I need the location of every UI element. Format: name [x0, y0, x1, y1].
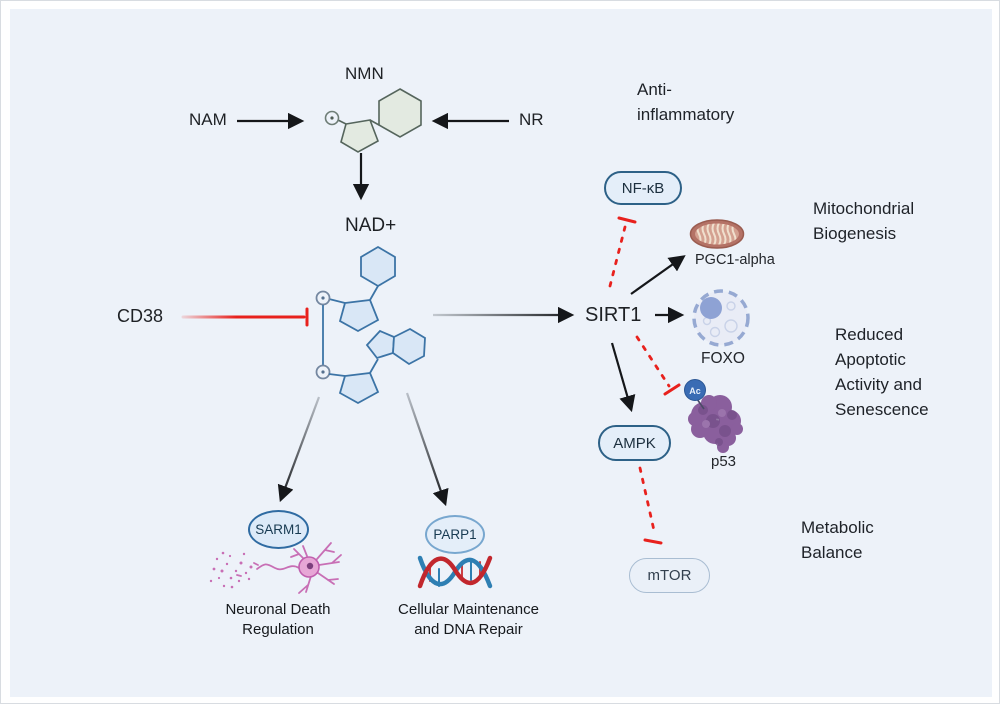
p53-label: p53 — [711, 453, 737, 470]
nr-label: NR — [519, 110, 544, 129]
metabolic-balance-annotation: Metabolic Balance — [801, 518, 874, 562]
mitochondria-icon — [689, 219, 745, 249]
reduced-apoptotic-annotation: Reduced Apoptotic Activity and Senescenc… — [835, 325, 929, 419]
inhibit-mtor-tbar — [643, 538, 663, 545]
ampk-label: AMPK — [613, 434, 656, 452]
pathway-arrows — [237, 112, 686, 507]
pgc1-label: PGC1-alpha — [695, 252, 775, 268]
cellular-maintenance-caption: Cellular Maintenance and DNA Repair — [398, 601, 539, 638]
inhibit-nfkb-tbar — [617, 216, 637, 224]
neuron-icon — [209, 542, 342, 594]
mtor-label: mTOR — [647, 567, 692, 584]
parp1-label: PARP1 — [433, 527, 477, 542]
cd38-label: CD38 — [117, 306, 164, 326]
p53-protein-icon: Ac — [684, 379, 743, 453]
dna-helix-icon — [417, 555, 493, 589]
nfkb-node: NF-κB — [604, 171, 682, 205]
sirt1-label: SIRT1 — [585, 304, 642, 326]
inhibit-p53-tbar — [663, 383, 681, 396]
parp1-node: PARP1 — [425, 515, 485, 554]
arrow-sirt1-to-pgc1 — [630, 255, 686, 295]
foxo-label: FOXO — [701, 350, 745, 367]
nmn-molecule-icon — [324, 88, 422, 153]
nad-label: NAD+ — [345, 215, 397, 236]
mitochondrial-biogenesis-annotation: Mitochondrial Biogenesis — [813, 199, 915, 243]
mtor-node: mTOR — [629, 558, 710, 593]
inhibit-sirt1-to-nfkb — [608, 225, 627, 288]
sarm1-node: SARM1 — [248, 510, 309, 549]
inhibition-lines — [181, 216, 681, 545]
nam-label: NAM — [189, 110, 227, 129]
ac-badge-label: Ac — [689, 386, 701, 396]
anti-inflammatory-annotation: Anti- inflammatory — [637, 80, 735, 124]
ac-badge: Ac — [684, 379, 706, 401]
nmn-label: NMN — [345, 64, 384, 83]
arrow-nad-to-parp1 — [405, 392, 449, 507]
ampk-node: AMPK — [598, 425, 671, 461]
inhibit-sirt1-to-p53 — [635, 335, 671, 388]
diagram-canvas — [10, 9, 992, 697]
arrow-nad-to-sarm1 — [277, 396, 321, 503]
neuronal-death-caption: Neuronal Death Regulation — [225, 601, 331, 638]
nfkb-label: NF-κB — [621, 179, 665, 197]
foxo-cell-icon — [692, 289, 750, 347]
inhibit-ampk-to-mtor — [638, 466, 657, 537]
nad-molecule-icon — [315, 245, 426, 405]
arrow-sirt1-to-ampk — [610, 342, 636, 413]
sarm1-label: SARM1 — [255, 522, 302, 537]
